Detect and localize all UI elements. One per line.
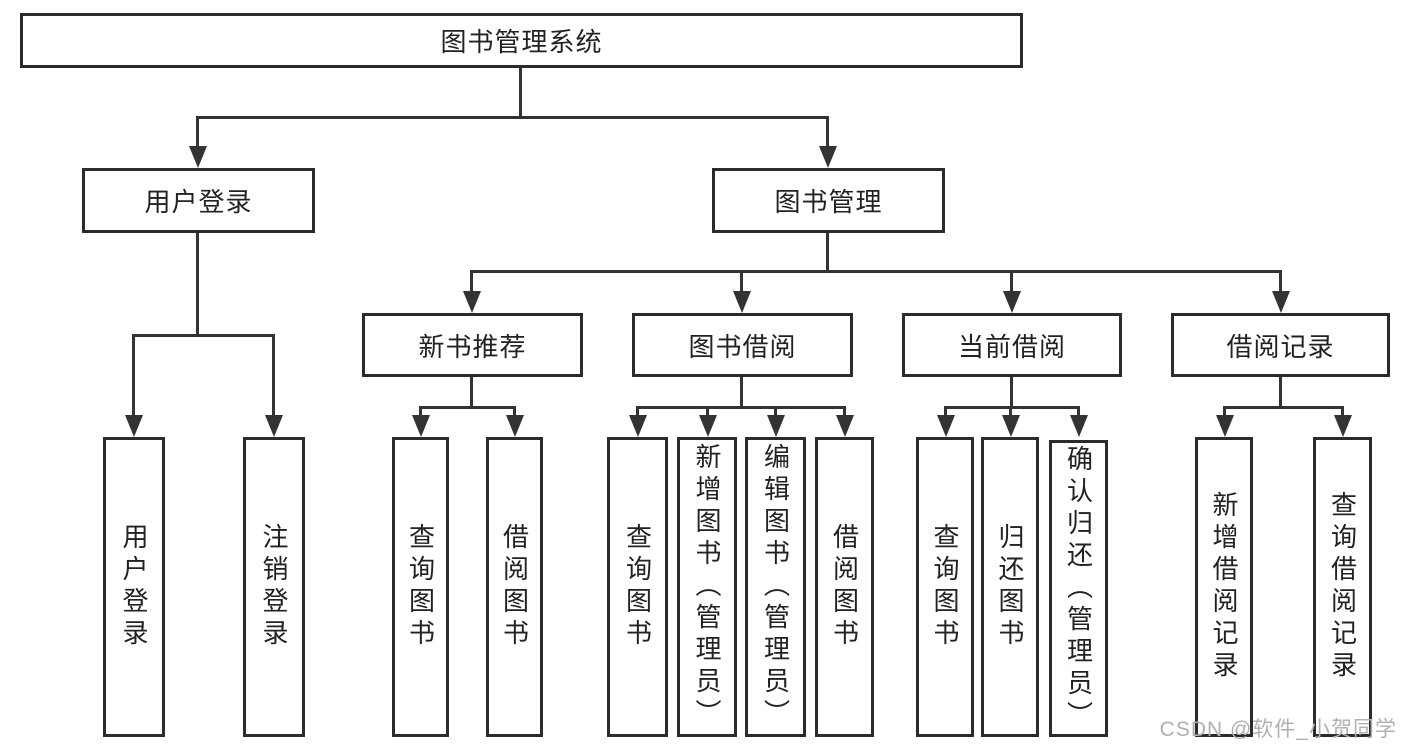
connector-cb-leaf3 — [1077, 406, 1080, 418]
node-root-label: 图书管理系统 — [440, 27, 603, 57]
connector-drop-book-management — [826, 116, 829, 150]
leaf-user-login: 用户登录 — [103, 437, 165, 737]
connector-modules-rail — [470, 270, 1281, 273]
connector-nbr-leaf2 — [513, 406, 516, 418]
connector-user-login-drop — [196, 233, 199, 337]
leaf-nbr-query-book-label: 查询图书 — [405, 523, 436, 651]
leaf-user-login-label: 用户登录 — [119, 523, 149, 651]
leaf-cb-confirm-return: 确认归还（管理员） — [1049, 440, 1108, 737]
arrow-down-icon — [1003, 291, 1021, 313]
arrow-down-icon — [125, 415, 143, 437]
connector-bb-leaf4 — [843, 406, 846, 418]
node-book-management: 图书管理 — [712, 168, 945, 233]
leaf-br-query-record: 查询借阅记录 — [1313, 437, 1372, 737]
leaf-logout-label: 注销登录 — [259, 523, 289, 651]
connector-nbr-leaf1 — [419, 406, 422, 418]
arrow-down-icon — [767, 415, 785, 437]
node-borrow-records: 借阅记录 — [1171, 313, 1390, 377]
connector-nbr-drop — [470, 377, 473, 409]
leaf-cb-return-book-label: 归还图书 — [995, 523, 1025, 651]
connector-cb-leaf2 — [1009, 406, 1012, 418]
node-user-login: 用户登录 — [82, 168, 315, 233]
arrow-down-icon — [1334, 415, 1352, 437]
node-book-borrow-label: 图书借阅 — [688, 331, 797, 362]
node-book-borrow: 图书借阅 — [632, 313, 853, 377]
connector-drop-current-borrow — [1010, 270, 1013, 295]
leaf-bb-query-book-label: 查询图书 — [622, 523, 653, 651]
connector-bb-leaf2 — [706, 406, 709, 418]
leaf-br-add-record: 新增借阅记录 — [1195, 437, 1253, 737]
connector-cb-drop — [1010, 377, 1013, 409]
node-user-login-label: 用户登录 — [144, 187, 253, 217]
arrow-down-icon — [1070, 415, 1088, 437]
connector-br-rail — [1223, 406, 1343, 409]
leaf-nbr-borrow-book: 借阅图书 — [486, 437, 543, 737]
arrow-down-icon — [733, 291, 751, 313]
connector-bb-leaf1 — [636, 406, 639, 418]
arrow-down-icon — [1272, 291, 1290, 313]
node-new-book-recommend-label: 新书推荐 — [418, 331, 527, 362]
arrow-down-icon — [265, 415, 283, 437]
connector-bb-leaf3 — [774, 406, 777, 418]
leaf-br-query-record-label: 查询借阅记录 — [1327, 491, 1358, 683]
node-new-book-recommend: 新书推荐 — [362, 313, 583, 377]
connector-book-management-drop — [826, 233, 829, 273]
connector-br-drop — [1279, 377, 1282, 409]
leaf-bb-borrow-book-label: 借阅图书 — [829, 523, 860, 651]
arrow-down-icon — [1002, 415, 1020, 437]
arrow-down-icon — [937, 415, 955, 437]
leaf-cb-return-book: 归还图书 — [981, 437, 1039, 737]
connector-level1-rail — [196, 116, 829, 119]
leaf-nbr-borrow-book-label: 借阅图书 — [499, 523, 530, 651]
connector-drop-leaf-login — [132, 334, 135, 417]
connector-bb-rail — [636, 406, 846, 409]
leaf-bb-query-book: 查询图书 — [607, 437, 668, 737]
connector-cb-leaf1 — [944, 406, 947, 418]
arrow-down-icon — [463, 291, 481, 313]
leaf-cb-query-book-label: 查询图书 — [930, 523, 960, 651]
connector-drop-new-book-recommend — [470, 270, 473, 295]
arrow-down-icon — [412, 415, 430, 437]
connector-bb-drop — [740, 377, 743, 409]
leaf-cb-query-book: 查询图书 — [916, 437, 974, 737]
leaf-bb-add-book: 新增图书（管理员） — [677, 437, 737, 737]
leaf-bb-borrow-book: 借阅图书 — [815, 437, 874, 737]
arrow-down-icon — [1216, 415, 1234, 437]
node-root: 图书管理系统 — [20, 13, 1023, 68]
connector-drop-book-borrow — [740, 270, 743, 295]
connector-drop-leaf-logout — [272, 334, 275, 417]
node-book-management-label: 图书管理 — [774, 187, 883, 217]
leaf-bb-edit-book: 编辑图书（管理员） — [745, 437, 806, 737]
connector-br-leaf2 — [1341, 406, 1344, 418]
leaf-br-add-record-label: 新增借阅记录 — [1209, 491, 1239, 683]
arrow-down-icon — [699, 415, 717, 437]
leaf-nbr-query-book: 查询图书 — [392, 437, 449, 737]
leaf-bb-add-book-label: 新增图书（管理员） — [692, 443, 722, 731]
connector-user-login-rail — [132, 334, 275, 337]
csdn-watermark: CSDN @软件_小贺同学 — [1159, 718, 1397, 741]
leaf-bb-edit-book-label: 编辑图书（管理员） — [760, 443, 791, 731]
arrow-down-icon — [819, 146, 837, 168]
connector-nbr-rail — [419, 406, 516, 409]
leaf-cb-confirm-return-label: 确认归还（管理员） — [1063, 444, 1094, 733]
node-current-borrow-label: 当前借阅 — [957, 331, 1066, 362]
node-borrow-records-label: 借阅记录 — [1226, 331, 1335, 362]
connector-root-drop — [519, 68, 522, 118]
leaf-logout: 注销登录 — [243, 437, 305, 737]
connector-br-leaf1 — [1223, 406, 1226, 418]
node-current-borrow: 当前借阅 — [902, 313, 1122, 377]
connector-drop-borrow-records — [1279, 270, 1282, 295]
arrow-down-icon — [189, 146, 207, 168]
arrow-down-icon — [836, 415, 854, 437]
connector-drop-user-login — [196, 116, 199, 150]
arrow-down-icon — [629, 415, 647, 437]
arrow-down-icon — [506, 415, 524, 437]
